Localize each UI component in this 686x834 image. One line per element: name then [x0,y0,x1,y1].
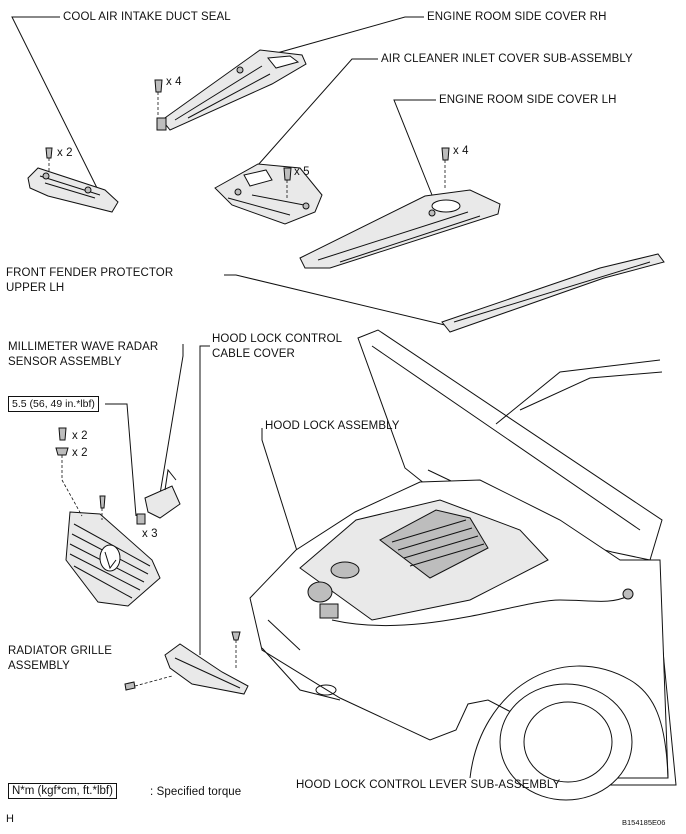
air-cleaner-inlet-cover [214,163,323,225]
label-front-fender-protector-line1: FRONT FENDER PROTECTOR [6,267,174,279]
qty-lh-cover-bolts: x 4 [453,145,469,157]
label-hood-lock-assembly: HOOD LOCK ASSEMBLY [265,420,400,432]
legend-unit-box: N*m (kgf*cm, ft.*lbf) [8,783,117,799]
label-cool-air-intake-duct-seal: COOL AIR INTAKE DUCT SEAL [63,11,231,23]
label-hood-lock-cable-cover-line2: CABLE COVER [212,348,295,360]
qty-grille-clips-b: x 2 [72,447,88,459]
torque-value-box: 5.5 (56, 49 in.*lbf) [8,396,99,412]
label-front-fender-protector-line2: UPPER LH [6,282,65,294]
qty-seal-bolts: x 2 [57,147,73,159]
label-radiator-grille-line1: RADIATOR GRILLE [8,645,112,657]
qty-grille-clips-a: x 2 [72,430,88,442]
vehicle-front [249,329,669,801]
label-engine-room-side-cover-lh: ENGINE ROOM SIDE COVER LH [439,94,617,106]
corner-mark: H [6,813,14,825]
qty-sensor-nuts: x 3 [142,528,158,540]
label-engine-room-side-cover-rh: ENGINE ROOM SIDE COVER RH [427,11,607,23]
label-millimeter-wave-line2: SENSOR ASSEMBLY [8,356,122,368]
hood-lock-control-cable-cover [124,631,249,695]
engine-room-side-cover-lh [299,147,501,269]
label-air-cleaner-inlet-cover: AIR CLEANER INLET COVER SUB-ASSEMBLY [381,53,633,65]
qty-rh-cover-bolts: x 4 [166,76,182,88]
label-hood-lock-control-lever: HOOD LOCK CONTROL LEVER SUB-ASSEMBLY [296,779,561,791]
label-radiator-grille-line2: ASSEMBLY [8,660,70,672]
label-hood-lock-cable-cover-line1: HOOD LOCK CONTROL [212,333,343,345]
label-millimeter-wave-line1: MILLIMETER WAVE RADAR [8,341,159,353]
qty-inlet-cover-bolts: x 5 [294,166,310,178]
engine-room-side-cover-rh [154,49,307,131]
cool-air-intake-duct-seal [27,147,119,213]
front-fender-protector-upper-lh [441,253,665,333]
millimeter-wave-radar-sensor [136,468,181,525]
radiator-grille-assembly [55,427,161,607]
legend-description: : Specified torque [150,786,242,798]
figure-code: B154185E06 [622,818,666,827]
